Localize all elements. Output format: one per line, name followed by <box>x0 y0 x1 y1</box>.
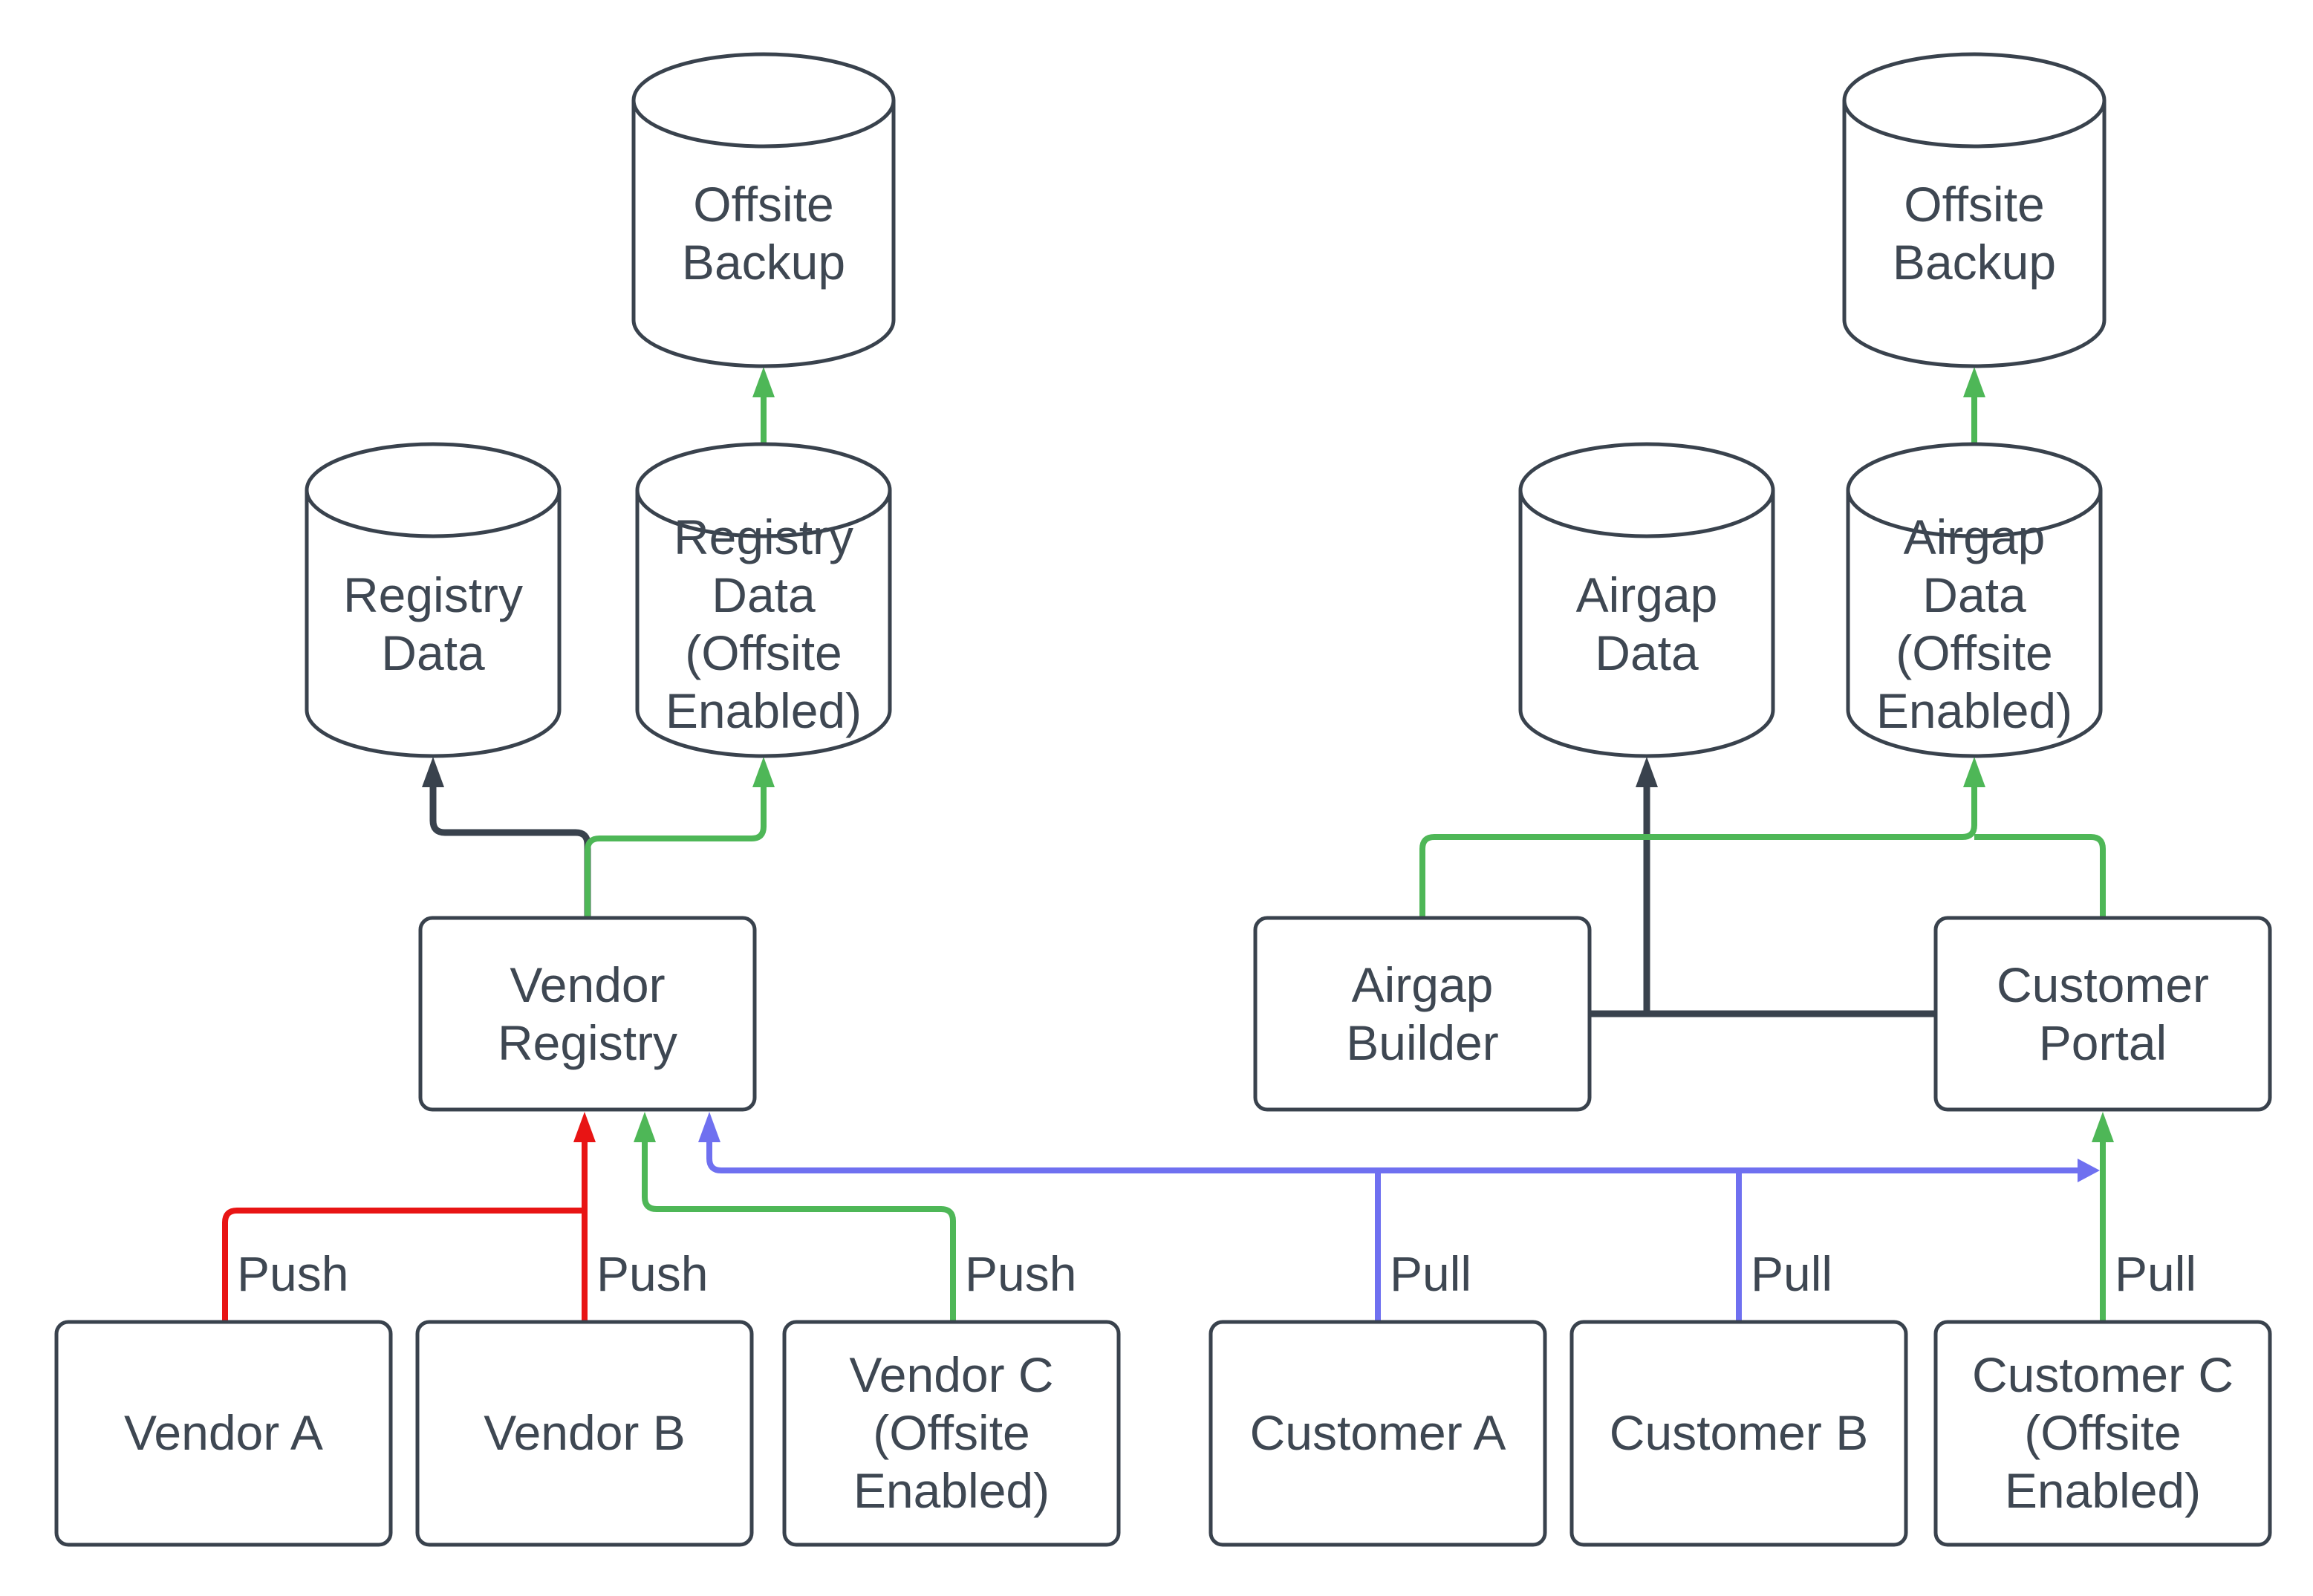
process-box <box>54 1320 393 1547</box>
node-label: Offsite <box>1904 177 2045 232</box>
node-airgap-data-offsite: Airgap Data (Offsite Enabled) <box>1846 442 2103 758</box>
node-label: Registry <box>498 1015 677 1070</box>
arrowhead-red-into-vendor-registry <box>573 1112 596 1142</box>
process-box <box>1933 1320 2272 1547</box>
node-vendor-a: Vendor A <box>54 1320 393 1547</box>
edge-customer-portal-to-airgap-data-offsite <box>1974 834 2106 918</box>
edge-airgap-builder-to-airgap-data-offsite <box>1419 787 1977 918</box>
process-box <box>418 916 757 1112</box>
node-offsite-backup-right: Offsite Backup <box>1842 52 2107 368</box>
arrowhead-green-into-vendor-registry <box>634 1112 656 1142</box>
node-vendor-registry: Vendor Registry <box>418 916 757 1112</box>
database-cylinder-top <box>1518 442 1775 538</box>
arrowhead-blue-into-vendor-registry <box>698 1112 720 1142</box>
edge-vendor-a-push <box>222 1208 585 1322</box>
node-airgap-builder: Airgap Builder <box>1253 916 1592 1112</box>
node-label: (Offsite <box>2024 1405 2182 1460</box>
process-box <box>1253 916 1592 1112</box>
database-cylinder-top <box>631 52 896 149</box>
database-cylinder <box>305 490 562 758</box>
arrowhead-into-registry-data <box>422 757 444 787</box>
node-label: Vendor C <box>849 1347 1053 1402</box>
process-box <box>1569 1320 1908 1547</box>
database-cylinder <box>635 490 892 758</box>
node-label: Offsite <box>693 177 834 232</box>
node-label: Data <box>1595 625 1699 680</box>
database-cylinder <box>1846 490 2103 758</box>
database-cylinder-top <box>305 442 562 538</box>
arrowhead-into-offsite-backup-right <box>1963 367 1985 397</box>
database-cylinder-top <box>1846 442 2103 538</box>
node-offsite-backup-left: Offsite Backup <box>631 52 896 368</box>
edge-label-pull-customer-a: Pull <box>1390 1246 1471 1301</box>
database-cylinder <box>1842 100 2107 368</box>
process-box <box>782 1320 1121 1547</box>
node-customer-c: Customer C (Offsite Enabled) <box>1933 1320 2272 1547</box>
node-vendor-c: Vendor C (Offsite Enabled) <box>782 1320 1121 1547</box>
edge-vendor-registry-to-registry-data-offsite <box>585 787 767 918</box>
node-label: (Offsite <box>685 625 842 680</box>
database-cylinder <box>631 100 896 368</box>
node-label: Customer C <box>1972 1347 2234 1402</box>
node-label: (Offsite <box>1896 625 2053 680</box>
node-label: Data <box>1922 567 2026 622</box>
node-label: Portal <box>2039 1015 2167 1070</box>
node-label: Registry <box>674 509 853 564</box>
arrowhead-into-registry-data-offsite <box>752 757 775 787</box>
edge-label-pull-customer-b: Pull <box>1751 1246 1832 1301</box>
node-registry-data: Registry Data <box>305 442 562 758</box>
node-label: Enabled) <box>2005 1463 2201 1518</box>
node-label: Airgap <box>1352 957 1494 1012</box>
edge-group <box>222 367 2114 1322</box>
node-label: Customer A <box>1250 1405 1506 1460</box>
node-label: Customer B <box>1610 1405 1868 1460</box>
arrowhead-into-airgap-data <box>1636 757 1658 787</box>
node-label: Builder <box>1346 1015 1498 1070</box>
node-customer-b: Customer B <box>1569 1320 1908 1547</box>
node-label: Vendor <box>510 957 665 1012</box>
arrowhead-blue-trunk-end <box>2078 1159 2100 1182</box>
node-label: Enabled) <box>853 1463 1050 1518</box>
edge-vendor-c-push <box>642 1142 956 1322</box>
node-label: Enabled) <box>1876 683 2072 738</box>
node-label: Backup <box>682 235 845 290</box>
edge-label-push-vendor-c: Push <box>965 1246 1076 1301</box>
process-box <box>1208 1320 1547 1547</box>
node-label: Customer <box>1997 957 2209 1012</box>
node-label: (Offsite <box>873 1405 1030 1460</box>
node-label: Vendor B <box>484 1405 686 1460</box>
node-vendor-b: Vendor B <box>415 1320 754 1547</box>
node-label: Airgap <box>1904 509 2046 564</box>
node-label: Enabled) <box>666 683 862 738</box>
arrowhead-green-into-customer-portal <box>2092 1112 2114 1142</box>
edge-label-push-vendor-a: Push <box>237 1246 348 1301</box>
node-label: Backup <box>1893 235 2056 290</box>
edge-vendor-registry-to-registry-data <box>429 787 591 918</box>
node-label: Airgap <box>1576 567 1718 622</box>
edge-labels: Push Push Push Pull Pull Pull <box>237 1246 2196 1301</box>
database-cylinder-top <box>635 442 892 538</box>
node-label: Data <box>712 567 816 622</box>
node-label: Data <box>381 625 485 680</box>
node-customer-a: Customer A <box>1208 1320 1547 1547</box>
edge-label-pull-customer-c: Pull <box>2115 1246 2196 1301</box>
edge-customers-pull-trunk <box>706 1142 2079 1173</box>
node-registry-data-offsite: Registry Data (Offsite Enabled) <box>635 442 892 758</box>
process-box <box>1933 916 2272 1112</box>
node-label: Vendor A <box>124 1405 323 1460</box>
database-cylinder-top <box>1842 52 2107 149</box>
arrowhead-into-offsite-backup-left <box>752 367 775 397</box>
database-cylinder <box>1518 490 1775 758</box>
node-airgap-data: Airgap Data <box>1518 442 1775 758</box>
edge-label-push-vendor-b: Push <box>596 1246 708 1301</box>
process-box <box>415 1320 754 1547</box>
node-customer-portal: Customer Portal <box>1933 916 2272 1112</box>
arrowhead-into-airgap-data-offsite <box>1963 757 1985 787</box>
node-label: Registry <box>343 567 523 622</box>
